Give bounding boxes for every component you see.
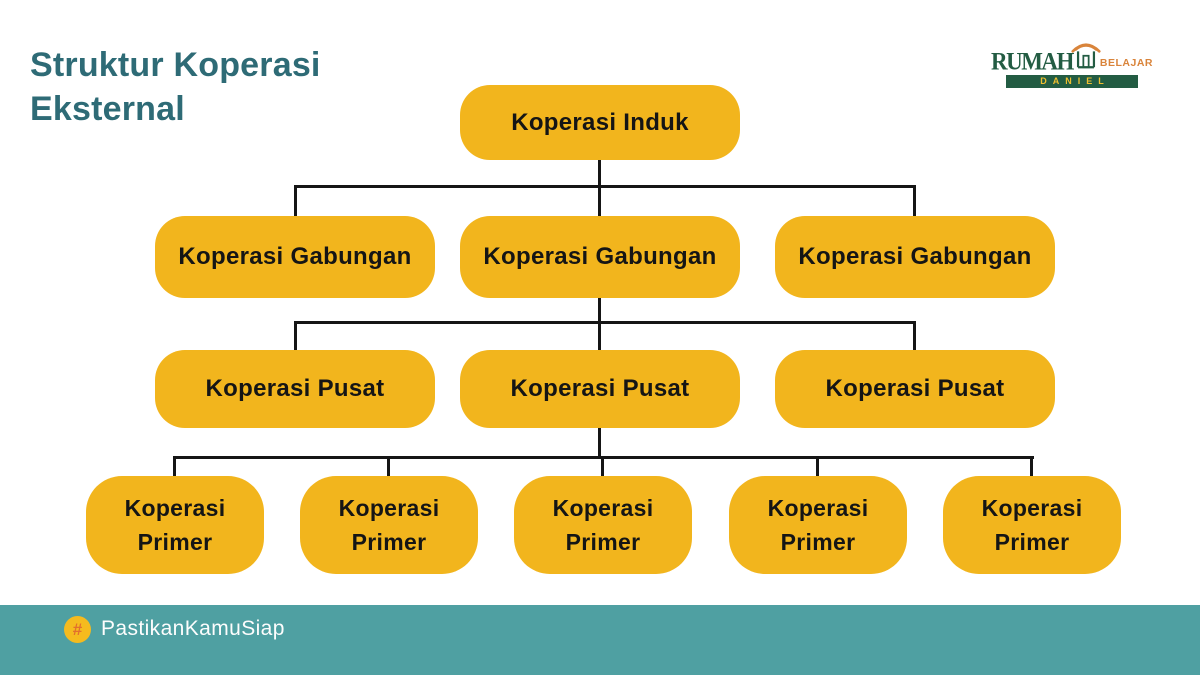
house-icon: [1071, 38, 1101, 75]
page-title: Struktur Koperasi Eksternal: [30, 44, 460, 131]
connector-root-stub: [598, 158, 601, 188]
logo-word-rumah: RUMAH: [990, 48, 1074, 76]
logo-daniel-bar: DANIEL: [1006, 75, 1138, 88]
org-node-koperasi-pusat-2: Koperasi Pusat: [460, 350, 740, 428]
footer-bar: # PastikanKamuSiap: [0, 605, 1200, 675]
connector-level2-stub-3: [913, 185, 916, 218]
connector-pusat-stub: [598, 428, 601, 459]
connector-level4-stub-3: [601, 456, 604, 478]
org-node-koperasi-induk: Koperasi Induk: [460, 85, 740, 160]
org-node-koperasi-primer-3: Koperasi Primer: [514, 476, 692, 574]
connector-level3-stub-3: [913, 321, 916, 352]
connector-bus-level2: [294, 185, 916, 188]
org-node-koperasi-primer-2: Koperasi Primer: [300, 476, 478, 574]
org-node-koperasi-primer-5: Koperasi Primer: [943, 476, 1121, 574]
connector-bus-level3: [294, 321, 916, 324]
org-node-koperasi-primer-1: Koperasi Primer: [86, 476, 264, 574]
rumah-belajar-daniel-logo: RUMAH BELAJAR DANIEL: [991, 38, 1153, 88]
connector-level2-stub-1: [294, 185, 297, 218]
hashtag-symbol: #: [72, 619, 83, 639]
connector-level2-stub-2: [598, 185, 601, 218]
page-title-line1: Struktur Koperasi: [30, 46, 321, 84]
org-node-koperasi-gabungan-1: Koperasi Gabungan: [155, 216, 435, 298]
logo-word-daniel: DANIEL: [1040, 76, 1110, 86]
footer-hashtag-text: PastikanKamuSiap: [101, 617, 285, 640]
hashtag-icon: #: [64, 616, 91, 643]
org-node-koperasi-gabungan-3: Koperasi Gabungan: [775, 216, 1055, 298]
logo-top-row: RUMAH BELAJAR: [991, 38, 1153, 75]
connector-level4-stub-2: [387, 456, 390, 478]
org-node-koperasi-pusat-3: Koperasi Pusat: [775, 350, 1055, 428]
connector-level4-stub-5: [1030, 456, 1033, 478]
connector-level4-stub-4: [816, 456, 819, 478]
connector-gabungan-stub: [598, 298, 601, 324]
org-node-koperasi-gabungan-2: Koperasi Gabungan: [460, 216, 740, 298]
org-node-koperasi-primer-4: Koperasi Primer: [729, 476, 907, 574]
connector-level3-stub-1: [294, 321, 297, 352]
logo-word-belajar: BELAJAR: [1099, 56, 1154, 69]
org-node-koperasi-pusat-1: Koperasi Pusat: [155, 350, 435, 428]
connector-level3-stub-2: [598, 321, 601, 352]
connector-level4-stub-1: [173, 456, 176, 478]
page-title-line2: Eksternal: [30, 89, 185, 128]
